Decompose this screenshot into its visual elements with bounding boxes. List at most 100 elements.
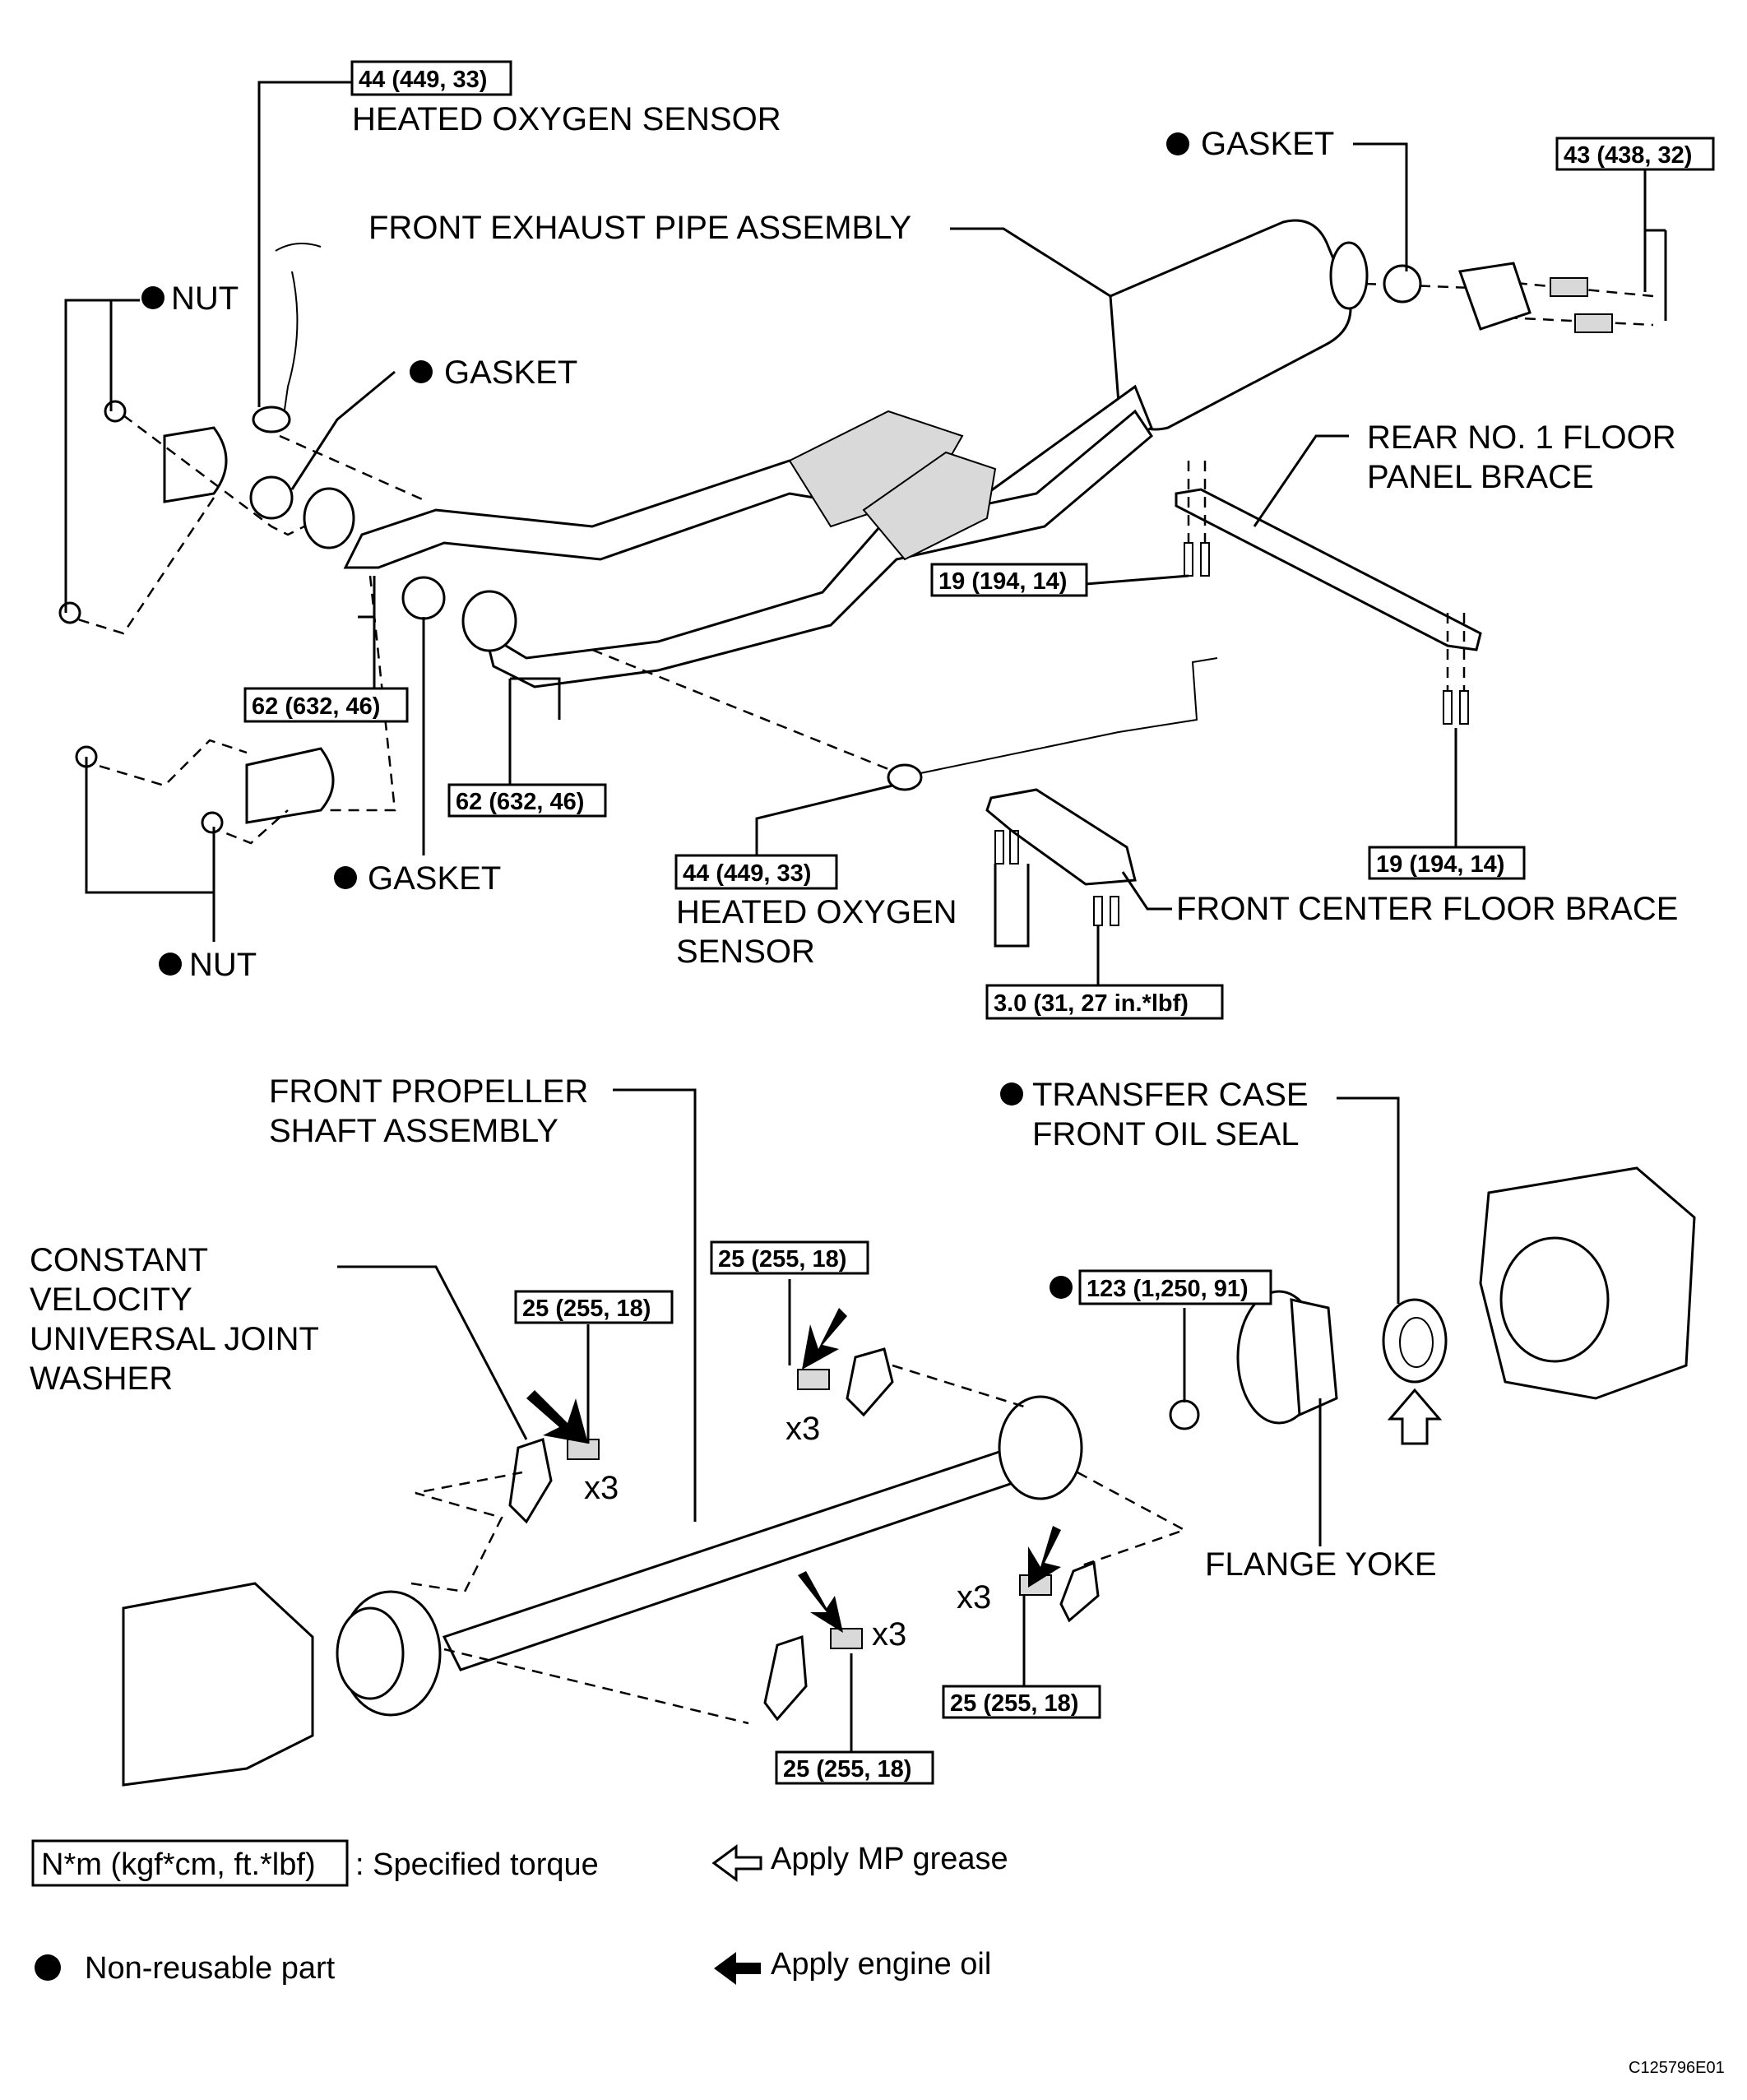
torque-flange-left: 62 (632, 46) <box>252 693 380 720</box>
leader-line <box>337 1265 528 1440</box>
label-flange-yoke: FLANGE YOKE <box>1205 1546 1437 1583</box>
alignment-line <box>410 1471 523 1593</box>
label-cv-1: CONSTANT <box>30 1242 208 1278</box>
leader-line <box>290 370 396 490</box>
non-reusable-dot <box>1166 132 1189 155</box>
legend-torque-box <box>31 1839 349 1887</box>
oil-seal-inner <box>1399 1317 1434 1368</box>
non-reusable-dot <box>159 953 182 976</box>
cv-washer <box>763 1634 808 1722</box>
torque-cv-top: 25 (255, 18) <box>718 1246 846 1273</box>
brace-bolt <box>1093 896 1119 926</box>
brace-bolt <box>1184 542 1210 577</box>
engine-oil-arrow <box>802 1308 847 1370</box>
label-front-propeller-2: SHAFT ASSEMBLY <box>269 1113 558 1149</box>
alignment-line <box>81 739 248 787</box>
leader-line <box>755 784 893 855</box>
cv-washer <box>1059 1560 1100 1623</box>
cv-washer <box>508 1438 553 1524</box>
torque-cv-right: 25 (255, 18) <box>950 1690 1078 1717</box>
leader-line <box>257 81 354 407</box>
cv-bolt <box>797 1369 830 1390</box>
alignment-line <box>892 1364 1025 1408</box>
alignment-line <box>443 1648 749 1725</box>
torque-flange-right: 62 (632, 46) <box>456 789 584 815</box>
engine-block <box>122 1582 314 1787</box>
torque-box <box>447 783 607 818</box>
label-gasket-bottom: GASKET <box>368 860 501 897</box>
alignment-line <box>69 497 215 635</box>
front-center-floor-brace <box>985 788 1137 886</box>
figure-code: C125796E01 <box>1629 2059 1725 2077</box>
leader-line <box>64 299 140 613</box>
torque-box <box>1555 137 1715 171</box>
legend-engine-oil: Apply engine oil <box>771 1947 991 1982</box>
engine-oil-arrow <box>1028 1526 1061 1588</box>
legend-torque-unit: N*m (kgf*cm, ft.*lbf) <box>41 1847 316 1882</box>
yoke-nut <box>1169 1399 1200 1430</box>
rear-floor-panel-brace <box>1175 488 1482 651</box>
nut-part <box>104 400 127 423</box>
label-gasket-left: GASKET <box>444 355 577 391</box>
non-reusable-dot <box>334 866 357 889</box>
torque-cv-left: 25 (255, 18) <box>522 1296 651 1322</box>
label-gasket-top-right: GASKET <box>1201 126 1334 162</box>
label-cv-2: VELOCITY <box>30 1282 192 1318</box>
label-x3-right: x3 <box>957 1579 991 1616</box>
label-heated-oxygen-sensor-top: HEATED OXYGEN SENSOR <box>352 101 781 137</box>
heated-oxygen-sensor-top-part <box>252 243 322 433</box>
torque-box <box>942 1685 1101 1719</box>
torque-box <box>710 1240 869 1275</box>
label-x3-left: x3 <box>584 1470 619 1506</box>
torque-hos-mid: 44 (449, 33) <box>683 860 811 887</box>
leader-line <box>85 757 215 942</box>
leader-line <box>508 677 561 786</box>
leader-line <box>1353 142 1408 271</box>
front-propeller-shaft-part <box>336 1395 1083 1717</box>
leader-line <box>1337 1096 1400 1304</box>
torque-center-brace: 3.0 (31, 27 in.*lbf) <box>994 990 1189 1017</box>
leader-line <box>950 227 1111 298</box>
brace-bolt <box>994 830 1019 865</box>
brace-bolt <box>1443 690 1469 725</box>
torque-box <box>243 687 409 723</box>
heated-oxygen-sensor-mid-part <box>887 657 1218 791</box>
torque-cv-bottom: 25 (255, 18) <box>783 1756 911 1782</box>
label-x3-top: x3 <box>785 1411 820 1447</box>
label-nut-bottom: NUT <box>189 947 257 983</box>
leader-line <box>1253 434 1349 527</box>
muffler-flange-plate <box>1457 262 1532 331</box>
torque-box <box>1078 1269 1272 1305</box>
label-cv-3: UNIVERSAL JOINT <box>30 1321 319 1357</box>
torque-box <box>985 984 1224 1020</box>
front-exhaust-pipe-assembly <box>163 219 1369 824</box>
torque-brace-right: 19 (194, 14) <box>1376 851 1504 878</box>
torque-box <box>514 1290 674 1324</box>
non-reusable-dot <box>141 286 165 309</box>
leader-line <box>1121 871 1172 911</box>
label-cv-4: WASHER <box>30 1361 173 1397</box>
label-nut-top: NUT <box>171 280 239 317</box>
leader-line <box>1085 574 1189 586</box>
legend-mp-grease-arrow <box>711 1844 762 1882</box>
alignment-line <box>1077 1471 1188 1569</box>
mp-grease-arrow <box>1387 1388 1443 1445</box>
engine-oil-arrow <box>526 1390 588 1444</box>
engine-oil-arrow <box>798 1571 843 1633</box>
leader-line <box>613 1088 697 1522</box>
label-front-propeller-1: FRONT PROPELLER <box>269 1073 588 1110</box>
leader-line <box>358 576 376 695</box>
legend-mp-grease: Apply MP grease <box>771 1842 1008 1876</box>
label-front-exhaust-pipe: FRONT EXHAUST PIPE ASSEMBLY <box>368 210 911 246</box>
alignment-line <box>279 434 429 503</box>
alignment-line <box>209 809 289 845</box>
torque-box <box>930 563 1088 597</box>
legend-engine-oil-arrow <box>714 1952 761 1985</box>
torque-box <box>350 60 512 96</box>
flange-yoke-part <box>1236 1290 1338 1425</box>
label-x3-bottom: x3 <box>872 1616 906 1653</box>
transfer-case-oil-seal <box>1382 1298 1448 1384</box>
non-reusable-dot <box>1050 1276 1073 1299</box>
torque-box <box>674 854 838 890</box>
